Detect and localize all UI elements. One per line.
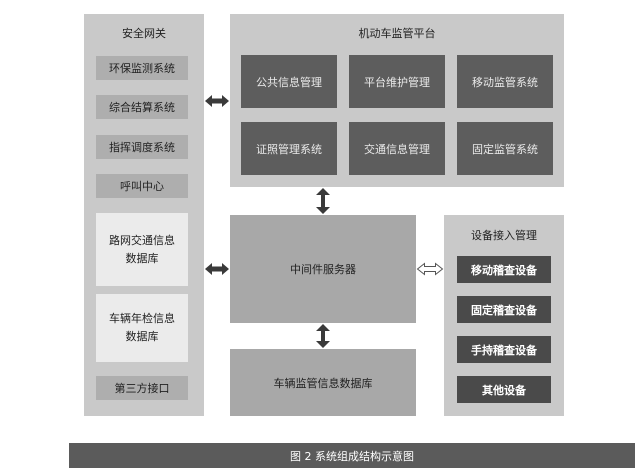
vehicle-inspection-database-line2: 数据库 [125, 330, 159, 343]
module-license-management: 证照管理系统 [241, 122, 337, 175]
device-access-title: 设备接入管理 [471, 229, 537, 242]
module-mobile-supervision: 移动监管系统 [457, 55, 553, 108]
arrow-platform-middleware [316, 188, 330, 214]
arrow-middleware-devices [416, 262, 444, 276]
vehicle-inspection-database-line1: 车辆年检信息 [109, 312, 175, 325]
module-traffic-info: 交通信息管理 [349, 122, 445, 175]
gateway-item-dispatch: 指挥调度系统 [96, 135, 188, 159]
road-traffic-database-line2: 数据库 [125, 251, 159, 265]
device-fixed-inspection: 固定稽查设备 [457, 296, 551, 323]
module-public-info: 公共信息管理 [241, 55, 337, 108]
device-mobile-inspection: 移动稽查设备 [457, 256, 551, 283]
module-platform-maintenance: 平台维护管理 [349, 55, 445, 108]
road-traffic-database-line1: 路网交通信息 [109, 233, 175, 247]
gateway-item-call-center: 呼叫中心 [96, 174, 188, 198]
vehicle-inspection-database: 车辆年检信息 数据库 [96, 294, 188, 362]
road-traffic-database: 路网交通信息 数据库 [96, 213, 188, 286]
gateway-item-env-monitoring: 环保监测系统 [96, 56, 188, 80]
third-party-interface: 第三方接口 [96, 376, 188, 400]
vehicle-supervision-database: 车辆监管信息数据库 [230, 349, 416, 416]
security-gateway-title: 安全网关 [122, 27, 166, 40]
arrow-gateway-platform [205, 95, 229, 107]
arrow-gateway-middleware [205, 263, 229, 275]
arrow-middleware-database [316, 324, 330, 348]
device-handheld-inspection: 手持稽查设备 [457, 336, 551, 363]
platform-title: 机动车监管平台 [358, 27, 436, 40]
gateway-item-settlement: 综合结算系统 [96, 95, 188, 119]
module-fixed-supervision: 固定监管系统 [457, 122, 553, 175]
figure-caption: 图 2 系统组成结构示意图 [69, 443, 635, 468]
middleware-server: 中间件服务器 [230, 215, 416, 323]
device-other: 其他设备 [457, 376, 551, 403]
